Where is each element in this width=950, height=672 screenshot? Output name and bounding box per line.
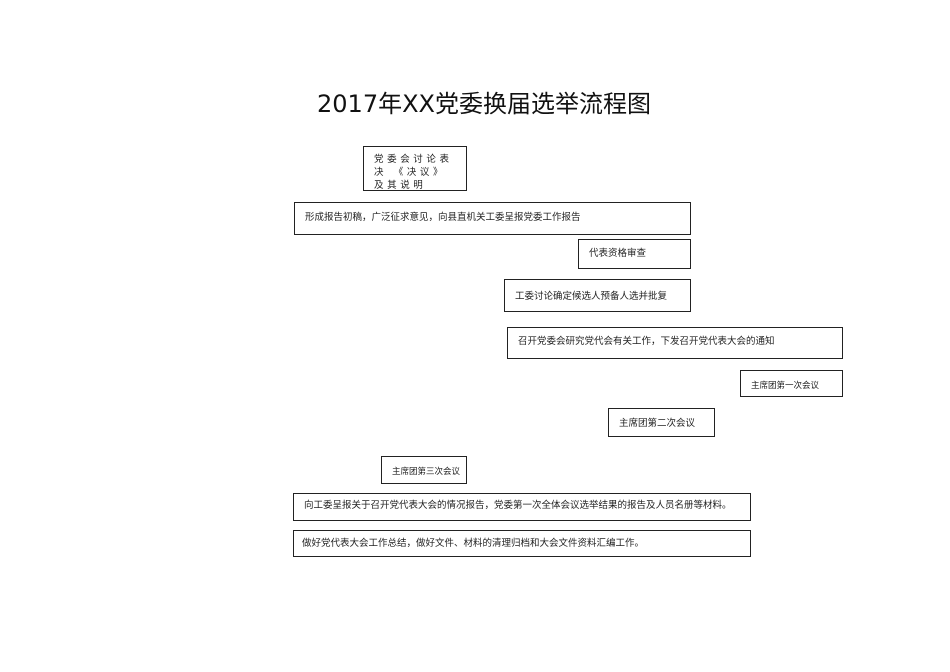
flow-step-9: 向工委呈报关于召开党代表大会的情况报告，党委第一次全体会议选举结果的报告及人员名… xyxy=(293,493,751,521)
flow-step-2: 形成报告初稿，广泛征求意见，向县直机关工委呈报党委工作报告 xyxy=(294,202,691,235)
flow-step-6: 主席团第一次会议 xyxy=(740,370,843,397)
flow-step-1: 党委会讨论表决 《决议》及其说明 xyxy=(363,146,467,191)
flow-step-4: 工委讨论确定候选人预备人选并批复 xyxy=(504,279,691,312)
flow-step-3: 代表资格审查 xyxy=(578,239,691,269)
flow-step-1-label: 党委会讨论表决 《决议》及其说明 xyxy=(374,154,453,191)
flow-step-10-label: 做好党代表大会工作总结，做好文件、材料的清理归档和大会文件资料汇编工作。 xyxy=(302,538,645,549)
flow-step-3-label: 代表资格审查 xyxy=(589,248,647,259)
flow-step-9-label: 向工委呈报关于召开党代表大会的情况报告，党委第一次全体会议选举结果的报告及人员名… xyxy=(304,500,732,511)
flow-step-8-label: 主席团第三次会议 xyxy=(392,467,461,477)
flow-step-5-label: 召开党委会研究党代会有关工作，下发召开党代表大会的通知 xyxy=(518,336,775,347)
flow-step-5: 召开党委会研究党代会有关工作，下发召开党代表大会的通知 xyxy=(507,327,843,359)
flow-step-4-label: 工委讨论确定候选人预备人选并批复 xyxy=(515,291,668,302)
flow-step-2-label: 形成报告初稿，广泛征求意见，向县直机关工委呈报党委工作报告 xyxy=(305,212,581,223)
flow-step-7: 主席团第二次会议 xyxy=(608,408,715,437)
flow-step-8: 主席团第三次会议 xyxy=(381,456,467,484)
flow-step-7-label: 主席团第二次会议 xyxy=(619,418,696,429)
page-title: 2017年XX党委换届选举流程图 xyxy=(317,90,651,118)
flow-step-6-label: 主席团第一次会议 xyxy=(751,381,820,391)
flow-step-10: 做好党代表大会工作总结，做好文件、材料的清理归档和大会文件资料汇编工作。 xyxy=(293,530,751,557)
